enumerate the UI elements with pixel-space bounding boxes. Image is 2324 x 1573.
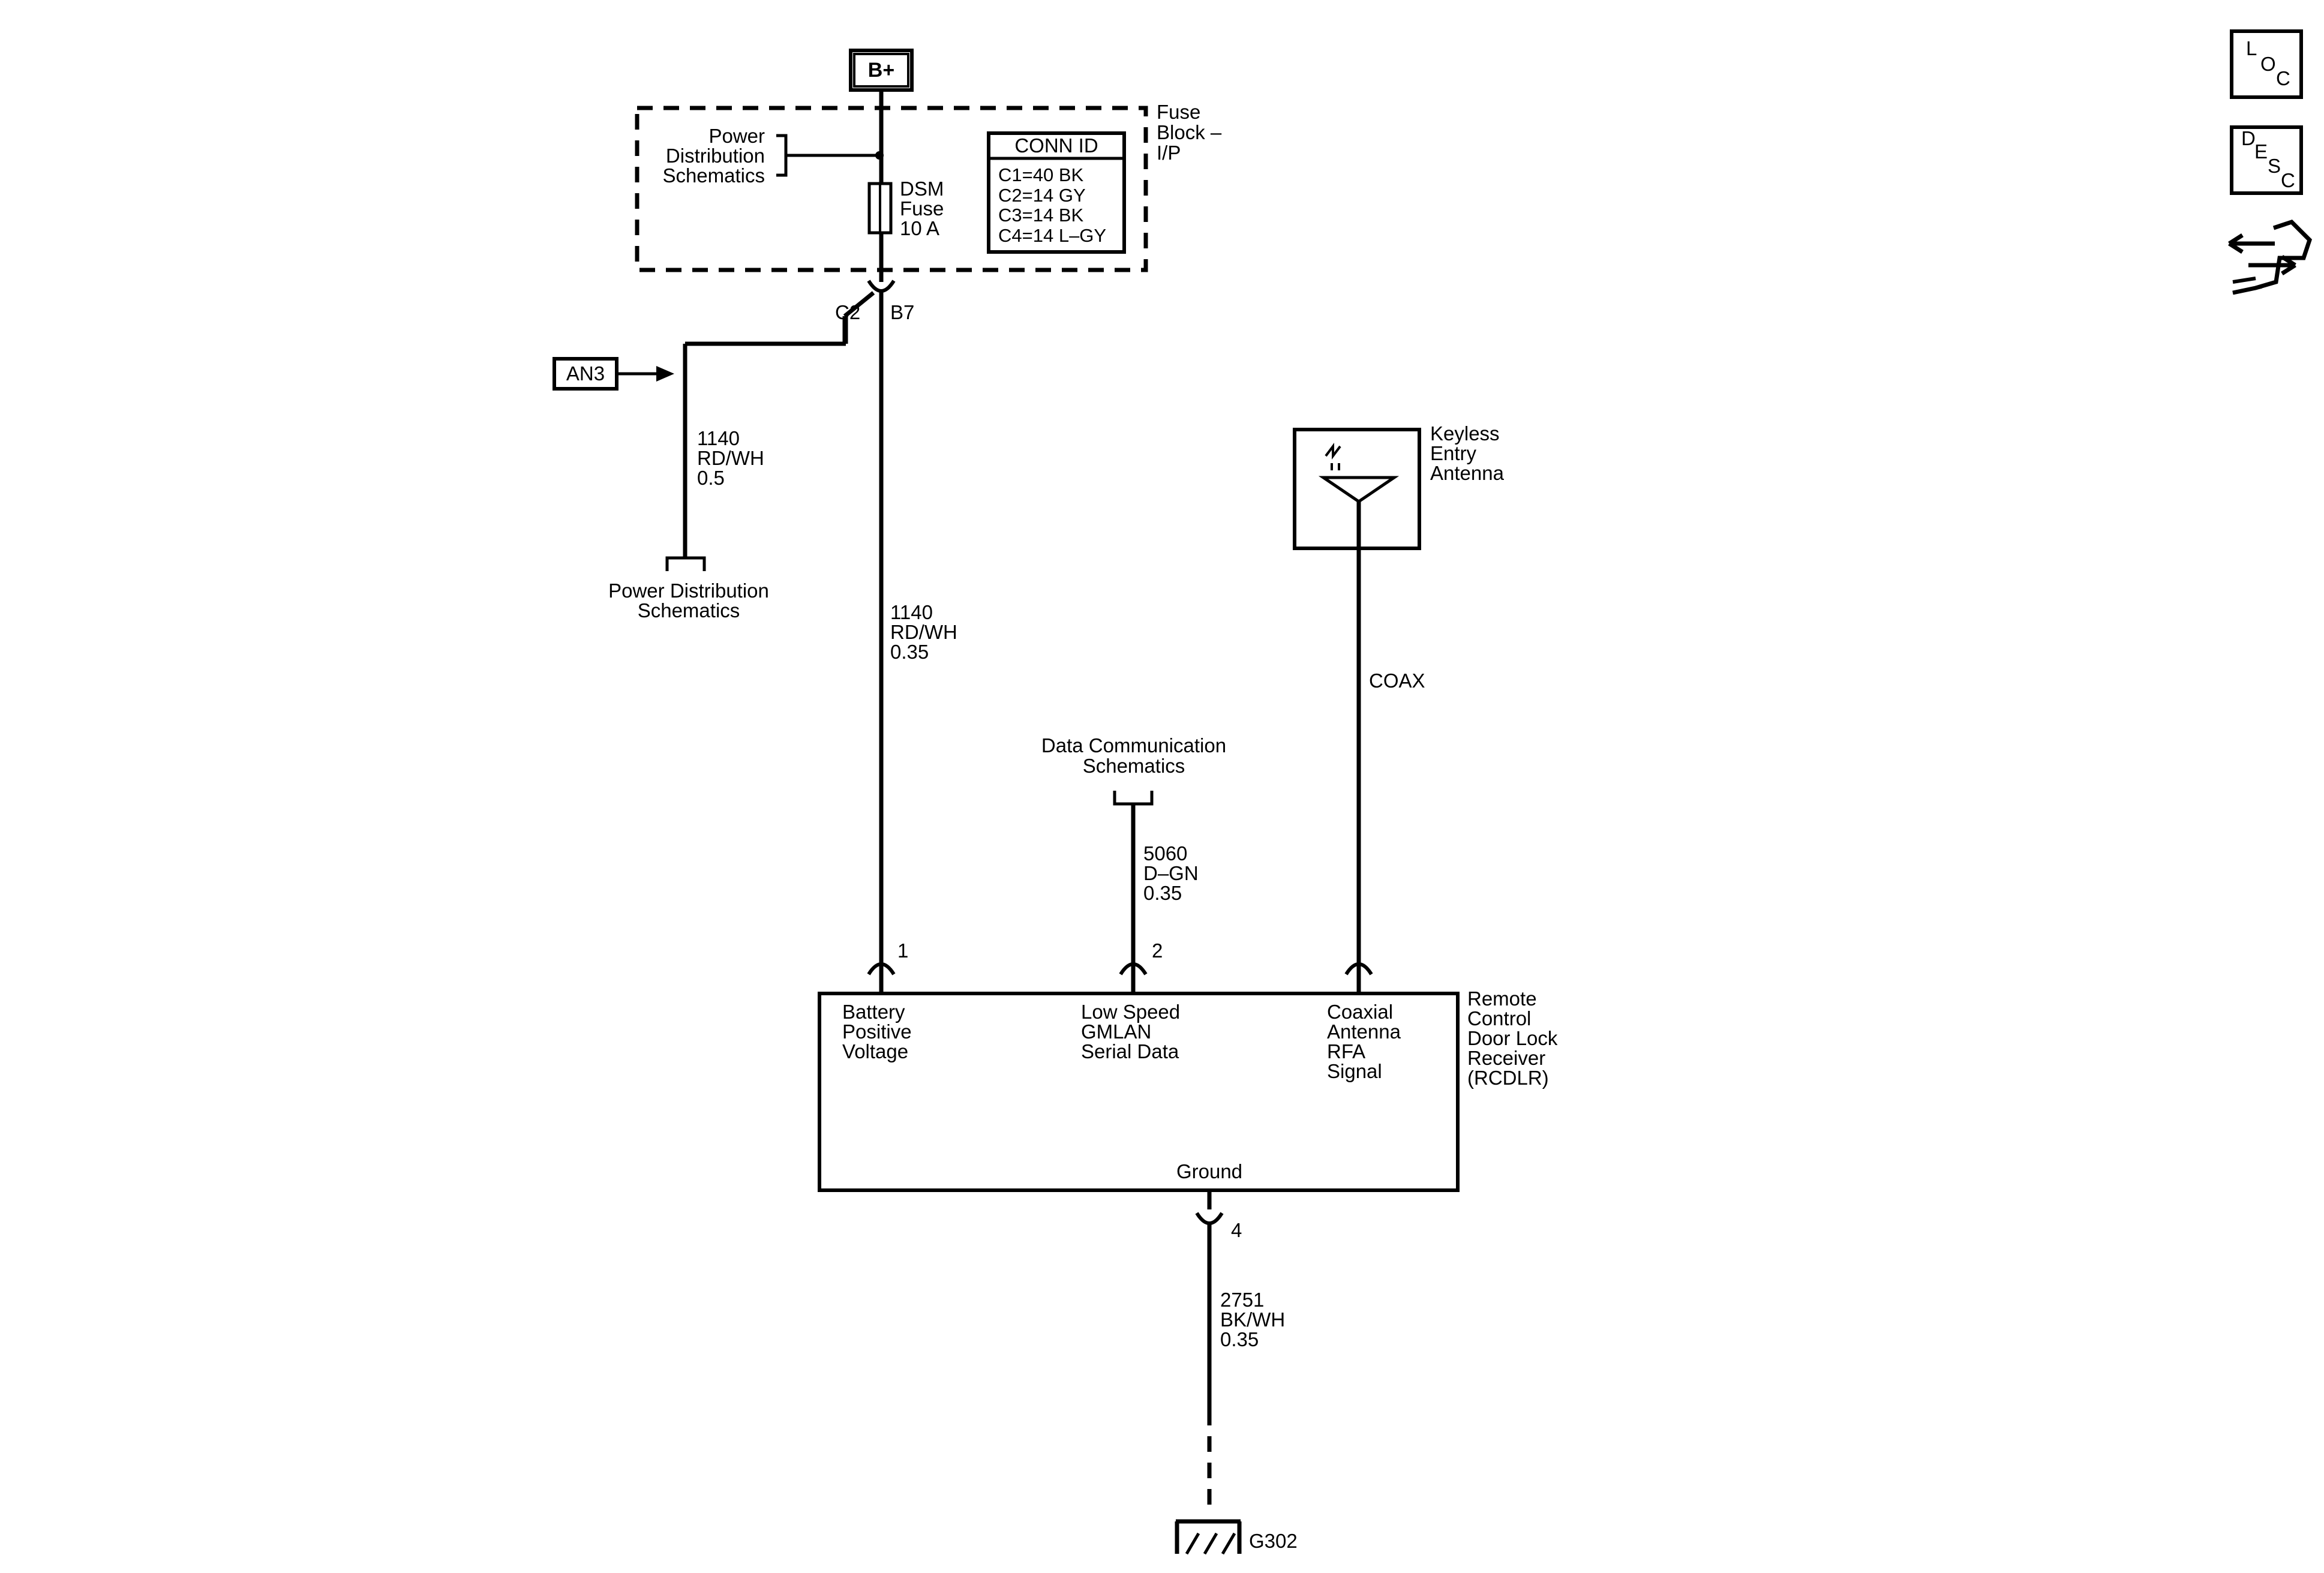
an3-label: AN3 [566,362,605,385]
wire-1140-left-id: 1140 [697,427,740,449]
svg-text:E: E [2254,140,2268,163]
conn-id-header: CONN ID [1014,134,1098,157]
pd-bottom-2: Schematics [638,599,740,622]
fuse-label-1: DSM [900,178,944,200]
terminal-4 [1195,1212,1224,1225]
ground-label: Ground [1176,1160,1242,1182]
wire-2751-color: BK/WH [1220,1308,1285,1331]
fuse-label-3: 10 A [900,217,939,239]
desc-icon[interactable]: D E S C [2230,125,2303,195]
conn-id-row: C2=14 GY [998,185,1086,206]
ground-icon [1185,1532,1236,1555]
battery-label-1: Battery [842,1001,905,1023]
module-name-3: Door Lock [1467,1027,1558,1049]
fuse-block-name-3: I/P [1157,142,1181,164]
wire-5060-color: D–GN [1143,862,1199,884]
pd-ref-2: Distribution [666,145,765,167]
b-plus-label: B+ [868,59,894,82]
antenna-icon [1318,476,1400,504]
antenna-label-3: Antenna [1430,462,1505,484]
wire-2751: 4 2751 BK/WH 0.35 [1195,1190,1285,1512]
b-plus-source: B+ [849,49,914,92]
module-terminals: 1 2 [867,939,1373,993]
pin-4-label: 4 [1231,1219,1242,1241]
c2-b7-terminal [867,280,896,293]
svg-text:C: C [2281,169,2295,191]
coax-signal-1: Coaxial [1327,1001,1393,1023]
module-name-1: Remote [1467,987,1537,1010]
antenna-label-1: Keyless [1430,422,1500,445]
wire-1140-main-gauge: 0.35 [890,641,929,663]
wire-5060-gauge: 0.35 [1143,882,1182,904]
data-comm-1: Data Communication [1041,734,1226,757]
keyless-entry-antenna: Keyless Entry Antenna COAX [1293,422,1505,966]
fuse-block: Fuse Block – I/P Power Distribution Sche… [635,101,1222,272]
module-name-2: Control [1467,1007,1531,1029]
data-comm-bracket [1113,791,1154,806]
pin-b7-label: B7 [890,301,914,323]
svg-text:C: C [2276,67,2290,89]
conn-id-row: C3=14 BK [998,205,1084,226]
module-name-5: (RCDLR) [1467,1067,1549,1089]
conn-id-row: C1=40 BK [998,164,1084,185]
gmlan-label-3: Serial Data [1081,1040,1179,1062]
gmlan-label-1: Low Speed [1081,1001,1180,1023]
data-comm-2: Schematics [1083,755,1185,777]
svg-text:L: L [2246,37,2257,59]
wire-5060: Data Communication Schematics 5060 D–GN … [1041,734,1226,966]
svg-text:O: O [2260,53,2276,75]
svg-text:D: D [2241,127,2256,149]
conn-id-row: C4=14 L–GY [998,225,1106,246]
coax-signal-2: Antenna [1327,1020,1401,1043]
an3-reference: AN3 [553,357,674,391]
wire-1140-main-color: RD/WH [890,621,957,643]
g302-label: G302 [1249,1530,1298,1552]
connector-end-view-icon[interactable] [2228,219,2313,295]
wire-5060-id: 5060 [1143,842,1187,864]
wire-2751-id: 2751 [1220,1289,1264,1311]
fuse-label-2: Fuse [900,197,944,220]
coax-signal-4: Signal [1327,1060,1382,1082]
arrow-right-icon [656,366,674,382]
svg-text:S: S [2268,155,2281,177]
pd-ref-1: Power [708,125,765,147]
fuse-block-name-1: Fuse [1157,101,1200,123]
wire-1140-left: 1140 RD/WH 0.5 Power Distribution Schema… [608,291,875,622]
fuse-block-name-2: Block – [1157,121,1222,143]
conn-id-table: CONN ID C1=40 BK C2=14 GY C3=14 BK C4=14… [987,131,1126,254]
pin-1-label: 1 [897,939,908,962]
gmlan-label-2: GMLAN [1081,1020,1151,1043]
antenna-label-2: Entry [1430,442,1477,464]
wire-2751-gauge: 0.35 [1220,1328,1259,1350]
pd-ref-bracket [665,556,706,571]
pd-bottom-1: Power Distribution [608,580,769,602]
rf-signal-icon [1325,443,1341,460]
coax-signal-3: RFA [1327,1040,1365,1062]
pd-ref-3: Schematics [662,164,765,187]
battery-label-3: Voltage [842,1040,908,1062]
coax-wire-label: COAX [1369,670,1425,692]
ground-g302: G302 [1175,1519,1298,1555]
wire-1140-main-id: 1140 [890,601,933,623]
rcdlr-module: Battery Positive Voltage Low Speed GMLAN… [818,987,1558,1192]
module-name-4: Receiver [1467,1047,1545,1069]
wire-1140-left-gauge: 0.5 [697,467,725,489]
loc-icon[interactable]: L O C [2230,29,2303,99]
pin-2-label: 2 [1152,939,1163,962]
wire-1140-left-color: RD/WH [697,447,764,469]
battery-label-2: Positive [842,1020,912,1043]
